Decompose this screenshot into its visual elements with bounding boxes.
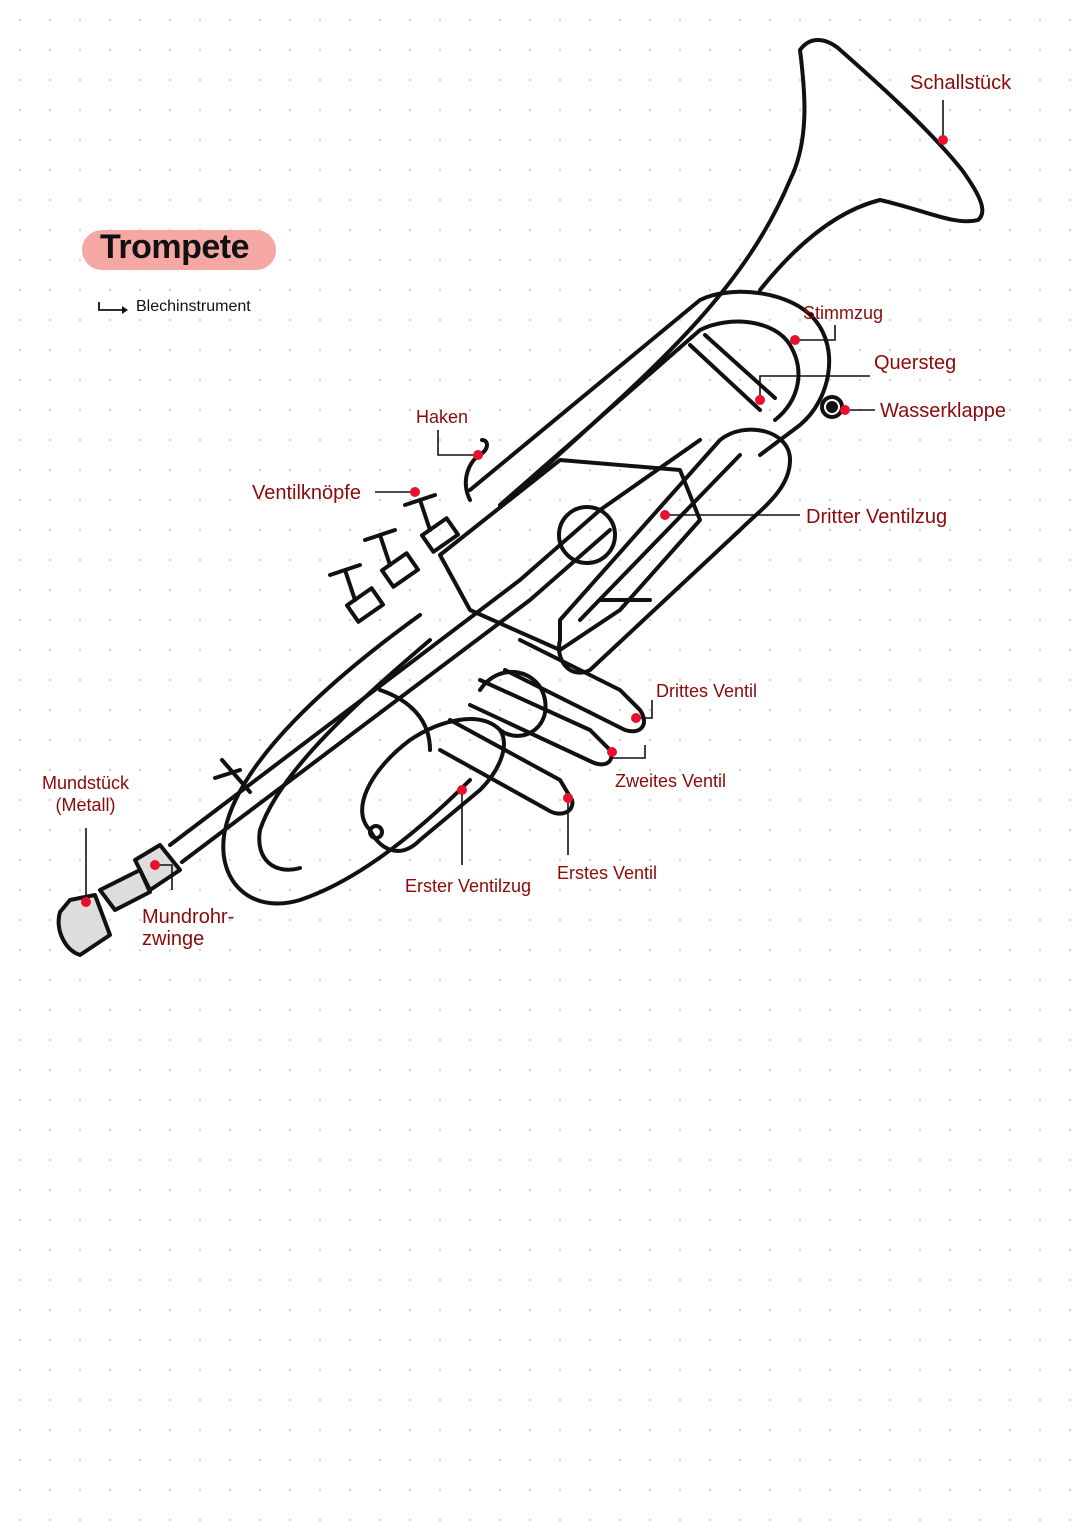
label-markers: [81, 135, 948, 907]
page-title: Trompete: [100, 228, 250, 266]
label-drittes-ventil: Drittes Ventil: [656, 681, 758, 701]
leader-lines: [85, 100, 944, 902]
label-zweites-ventil: Zweites Ventil: [615, 771, 727, 791]
third-valve-slide: [557, 427, 792, 675]
valve-buttons: [328, 493, 461, 624]
label-wasserklappe: Wasserklappe: [880, 400, 1006, 422]
leadpipe-lower: [180, 528, 612, 864]
label-mundrohrzwinge: Mundrohr- zwinge: [142, 906, 235, 950]
label-mundstueck: Mundstück (Metall): [42, 773, 130, 815]
label-stimmzug: Stimmzug: [803, 303, 884, 323]
label-haken: Haken: [416, 407, 469, 427]
bell: [518, 38, 985, 492]
subtitle-text: Blechinstrument: [136, 298, 251, 315]
label-dritter-ventilzug: Dritter Ventilzug: [806, 506, 948, 528]
valve-cylinder-3: [503, 638, 646, 734]
tuning-slide: [468, 289, 832, 492]
label-ventilknoepfe: Ventilknöpfe: [252, 482, 361, 504]
first-valve-slide: [360, 717, 506, 853]
valve-casing: [438, 458, 702, 652]
subtitle-row: Blechinstrument: [96, 298, 251, 316]
label-erstes-ventil: Erstes Ventil: [557, 863, 658, 883]
label-quersteg: Quersteg: [874, 352, 957, 374]
label-erster-ventilzug: Erster Ventilzug: [405, 876, 532, 896]
hooked-arrow-icon: [98, 302, 128, 314]
label-schallstueck: Schallstück: [910, 72, 1012, 94]
title-highlight: [82, 230, 276, 270]
lower-bow: [221, 613, 472, 906]
